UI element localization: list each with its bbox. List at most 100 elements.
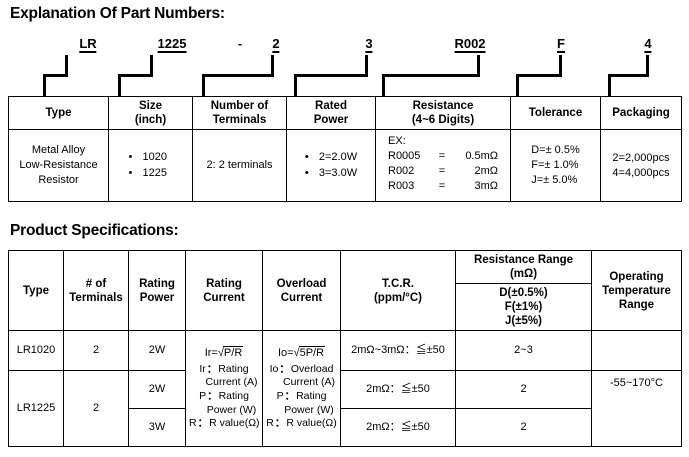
header-tolerance-line1: Tolerance xyxy=(528,107,583,119)
header-num-terminals-line1: # of xyxy=(85,277,107,290)
list-item: 3=3.0W xyxy=(305,166,357,182)
size-option-1020: 1020 xyxy=(142,150,167,163)
header-type-line1: Type xyxy=(45,107,72,119)
size-option-list: 1020 1225 xyxy=(129,150,173,182)
cell-resistance: EX: R0005=0.5mΩ R002=2mΩ R003=3mΩ xyxy=(375,129,511,203)
cell-tcr: 2mΩ：≦±50 xyxy=(340,408,456,448)
pn-label-tolerance: F xyxy=(557,36,565,53)
cell-type: Metal Alloy Low-Resistance Resistor xyxy=(8,129,109,203)
spec-type-value: LR1225 xyxy=(16,401,56,414)
rating-current-formula: Ir=√P/R xyxy=(204,346,244,360)
tolerance-class-d: D(±0.5%) xyxy=(499,287,548,300)
header-rating-current-line2: Current xyxy=(203,291,245,304)
header-overload-current-line2: Current xyxy=(280,291,323,304)
legend-line: Power (W) xyxy=(266,404,337,418)
legend-desc: R value(Ω) xyxy=(286,417,337,430)
cell-rating-current-formula: Ir=√P/R Ir：Rating Current (A) P：Rating P… xyxy=(185,330,263,448)
legend-line: P：Rating xyxy=(276,389,327,402)
spec-resistance-range-value: 2~3 xyxy=(514,343,533,356)
legend-symbol: R xyxy=(266,417,274,430)
cell-resistance-range: 2 xyxy=(455,408,592,448)
table-row: LR1225 2 2W 2mΩ：≦±50 2 -55~170°C xyxy=(8,370,682,448)
legend-line: R：R value(Ω) xyxy=(189,417,260,430)
spec-rating-power-value: 3W xyxy=(148,420,166,433)
legend-desc: Rating xyxy=(296,389,327,402)
cell-tcr: 2mΩ~3mΩ：≦±50 xyxy=(340,330,456,372)
packaging-option-4000: 4=4,000pcs xyxy=(612,166,670,179)
type-line2: Low-Resistance xyxy=(19,159,98,172)
header-rating-power: Rating Power xyxy=(128,249,186,332)
cell-number-of-terminals: 2: 2 terminals xyxy=(192,129,287,203)
spec-rating-power-value: 2W xyxy=(148,382,166,395)
header-packaging: Packaging xyxy=(600,95,682,131)
cell-num-terminals: 2 xyxy=(63,370,129,448)
spec-num-terminals-value: 2 xyxy=(92,401,100,414)
formula-radicand: 5P/R xyxy=(298,346,326,360)
cell-tcr: 2mΩ：≦±50 xyxy=(340,370,456,410)
header-num-terminals: # of Terminals xyxy=(63,249,129,332)
cell-operating-temperature xyxy=(591,330,682,372)
pn-label-resistance: R002 xyxy=(454,36,486,53)
header-type: Type xyxy=(8,95,109,131)
legend-desc2: Power (W) xyxy=(206,403,257,416)
header-rated-power-line2: Power xyxy=(313,114,349,127)
resistance-code: R002 xyxy=(388,164,415,177)
cell-type: LR1020 xyxy=(8,330,64,372)
header-resistance-range-line2: (mΩ) xyxy=(509,268,538,281)
header-size-line1: Size xyxy=(138,100,162,112)
overload-current-formula: Io=√5P/R xyxy=(277,346,326,360)
rated-power-option-2w: 2=2.0W xyxy=(318,150,358,163)
legend-symbol: R xyxy=(189,417,197,430)
table-row: 3W 2mΩ：≦±50 2 xyxy=(9,408,682,448)
rated-power-option-3w: 3=3.0W xyxy=(318,166,358,179)
spec-resistance-range-value: 2 xyxy=(520,382,527,395)
formula-prefix: Ir= xyxy=(204,347,218,360)
part-number-table: Type Size (inch) Number of Terminals Rat… xyxy=(8,95,682,203)
header-operating-temp-line3: Range xyxy=(618,298,655,311)
header-num-terminals-line2: Terminals xyxy=(69,291,123,304)
cell-operating-temperature: -55~170°C xyxy=(591,370,682,448)
header-tolerance: Tolerance xyxy=(510,95,601,131)
header-resistance: Resistance (4~6 Digits) xyxy=(375,95,511,131)
header-resistance-range: Resistance Range (mΩ) xyxy=(455,249,592,285)
tolerance-class-f: F(±1%) xyxy=(504,301,543,314)
header-rating-current: Rating Current xyxy=(185,249,263,332)
legend-line: Power (W) xyxy=(189,404,259,418)
page-title-part-numbers: Explanation Of Part Numbers: xyxy=(10,5,225,22)
spec-rating-power-value: 2W xyxy=(148,343,166,356)
resistance-eq: = xyxy=(438,149,446,162)
resistance-ex-label: EX: xyxy=(388,135,406,148)
resistance-example-block: EX: R0005=0.5mΩ R002=2mΩ R003=3mΩ xyxy=(388,134,498,193)
type-line3: Resistor xyxy=(38,173,79,186)
legend-symbol: Io xyxy=(269,362,279,375)
terminals-value: 2: 2 terminals xyxy=(206,158,273,171)
product-specifications-table: Type # of Terminals Rating Power Rating … xyxy=(8,249,682,448)
resistance-code: R003 xyxy=(388,179,415,192)
pn-separator-dash: - xyxy=(237,36,243,51)
rating-current-legend: Ir：Rating Current (A) P：Rating Power (W)… xyxy=(189,362,260,431)
header-terminals-line2: Terminals xyxy=(212,114,267,127)
cell-overload-current-formula: Io=√5P/R Io：Overload Current (A) P：Ratin… xyxy=(262,330,341,448)
cell-rating-power: 2W xyxy=(128,330,186,372)
spec-num-terminals-value: 2 xyxy=(92,343,100,356)
legend-line: P：Rating xyxy=(199,389,249,402)
legend-line: R：R value(Ω) xyxy=(266,417,337,430)
header-operating-temp-line1: Operating xyxy=(609,270,664,283)
legend-desc: Rating xyxy=(218,362,249,375)
pn-label-terminals: 2 xyxy=(272,36,280,53)
header-rated-power: Rated Power xyxy=(286,95,376,131)
header-rating-power-line2: Power xyxy=(139,291,175,304)
header-tcr-line1: T.C.R. xyxy=(382,277,414,290)
header-resistance-line1: Resistance xyxy=(412,100,474,112)
legend-desc2: Power (W) xyxy=(284,403,334,416)
header-terminals-line1: Number of xyxy=(210,100,269,112)
cell-rated-power: 2=2.0W 3=3.0W xyxy=(286,129,376,203)
header-resistance-range-tolerances: D(±0.5%) F(±1%) J(±5%) xyxy=(455,283,592,332)
resistance-value: 0.5mΩ xyxy=(465,149,498,162)
header-tcr-line2: (ppm/°C) xyxy=(373,291,423,304)
legend-symbol: P xyxy=(276,389,284,402)
header-operating-temperature: Operating Temperature Range xyxy=(591,249,682,332)
type-line1: Metal Alloy xyxy=(31,144,86,157)
legend-symbol: Ir xyxy=(199,362,206,375)
legend-symbol: P xyxy=(199,389,207,402)
